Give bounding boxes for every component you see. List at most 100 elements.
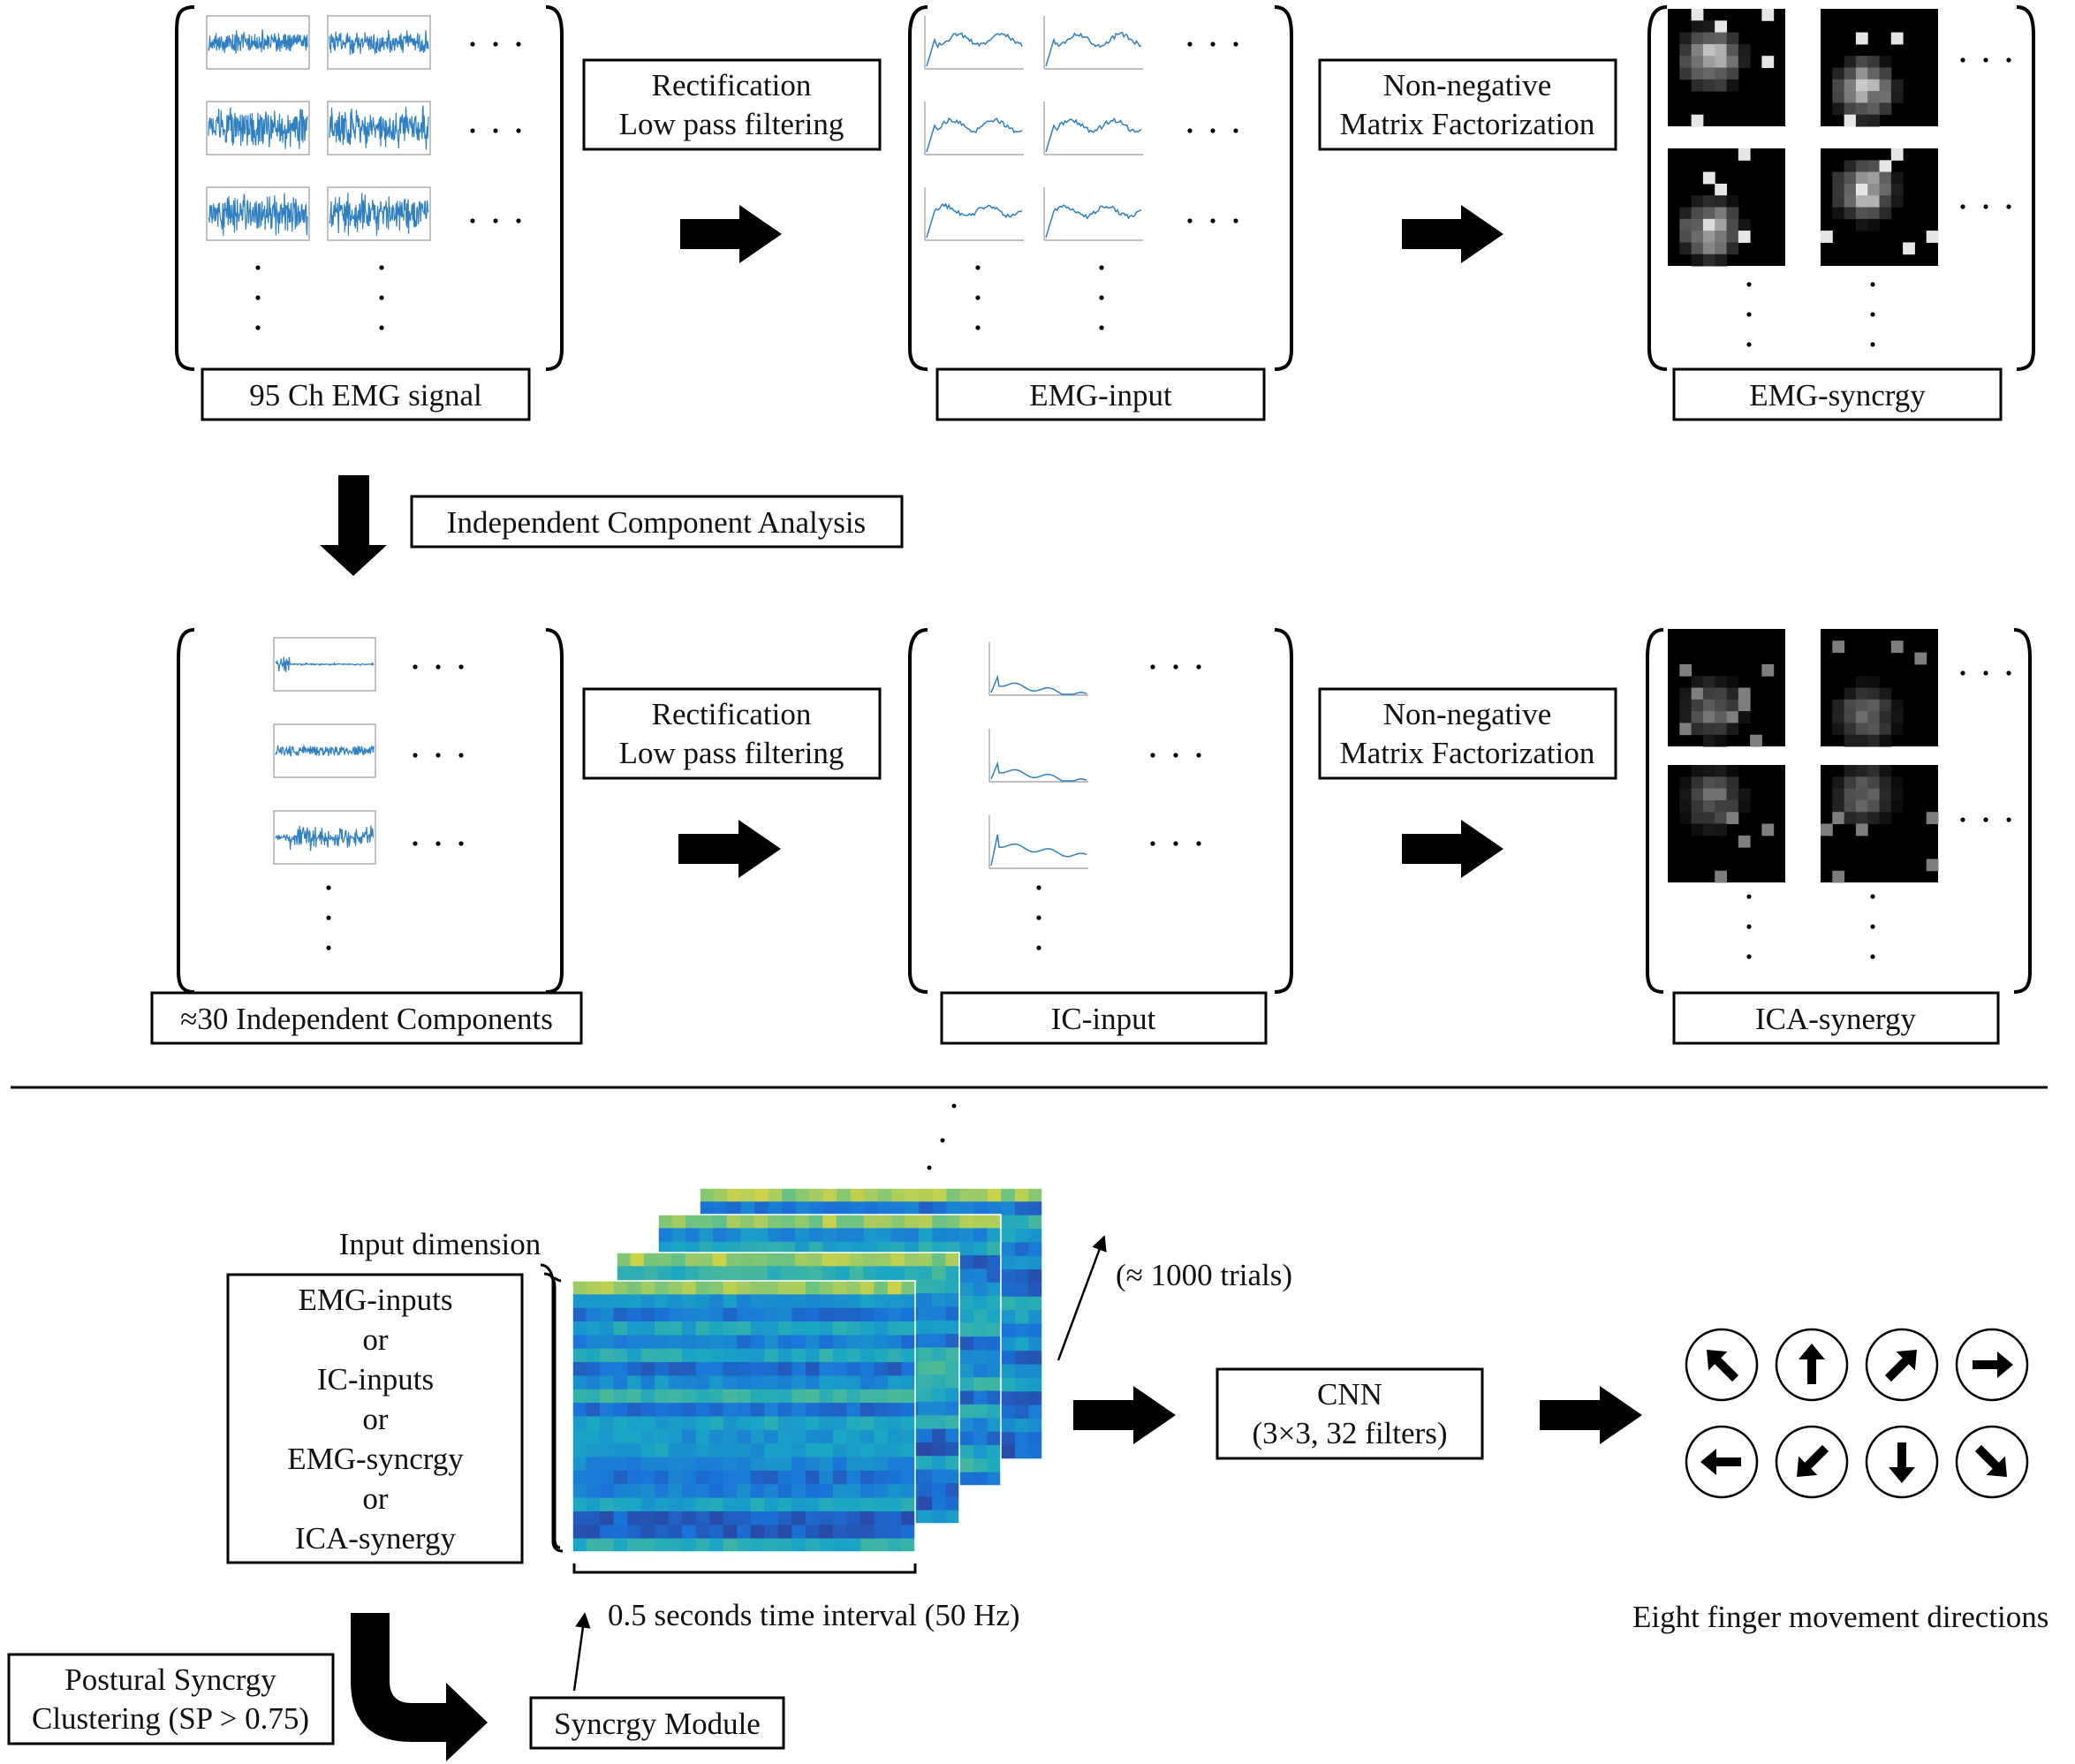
time-brace [572, 1563, 917, 1574]
signal-thumbnail [988, 642, 1088, 696]
signal-thumbnail [988, 815, 1088, 869]
ellipsis-dot [2006, 204, 2011, 209]
synergy-module-box [529, 1696, 785, 1750]
ellipsis-dot [470, 42, 475, 47]
ellipsis-dot [413, 753, 418, 758]
ellipsis-dot [1870, 342, 1875, 347]
signal-thumbnail [273, 637, 376, 692]
signal-thumbnail [206, 15, 310, 70]
ellipsis-dot [379, 295, 384, 300]
nmf-line2: Matrix Factorization [1340, 107, 1595, 141]
arrow-down-icon [320, 475, 387, 576]
rectification-line1: Rectification [652, 68, 812, 102]
synergy-map [1821, 148, 1939, 266]
emg-signal-label: 95 Ch EMG signal [249, 378, 482, 413]
ellipsis-dot [1233, 42, 1238, 47]
ellipsis-dot [2006, 817, 2011, 822]
ica-synergy-label-box [1672, 991, 2000, 1045]
signal-thumbnail [924, 102, 1024, 155]
signal-thumbnail [273, 810, 376, 865]
ellipsis-dot [1196, 664, 1201, 670]
emg-input-panel [908, 5, 1293, 371]
ellipsis-dot [1187, 218, 1193, 223]
synergy-map [1668, 148, 1785, 267]
ellipsis-dot [2006, 670, 2011, 676]
emg-input-label: EMG-input [1029, 378, 1172, 413]
ellipsis-dot [1187, 42, 1193, 47]
ellipsis-dot [413, 664, 418, 670]
rectification-box [582, 58, 882, 151]
ellipsis-dot [435, 841, 441, 846]
arrow-down-right-icon [1955, 1425, 2029, 1499]
ellipsis-dot [470, 218, 475, 223]
ellipsis-dot [1870, 312, 1875, 317]
ellipsis-dot [1983, 57, 1988, 63]
directions-label: Eight finger movement directions [1632, 1600, 2048, 1634]
ellipsis-dot [1870, 954, 1875, 959]
clustering-box [7, 1653, 335, 1745]
arrow-right-icon [1073, 1386, 1176, 1444]
ellipsis-dot [435, 664, 441, 670]
ellipsis-dot [516, 218, 521, 223]
direction-icons [1685, 1328, 2029, 1499]
ellipsis-dot [1187, 128, 1193, 133]
ellipsis-dot [1870, 924, 1875, 929]
arrow-right-icon [680, 205, 782, 263]
arrow-up-right-icon [1865, 1328, 1939, 1402]
ellipsis-dot [1746, 342, 1752, 347]
synergy-map [1668, 765, 1785, 883]
rectification-line2-2: Low pass filtering [619, 736, 844, 770]
cnn-line2: (3×3, 32 filters) [1253, 1416, 1448, 1450]
ellipsis-dot [1870, 282, 1875, 287]
nmf-line2-2: Matrix Factorization [1340, 736, 1595, 770]
ellipsis-dot [1983, 204, 1988, 209]
ellipsis-dot [1960, 817, 1965, 822]
clustering-line1: Postural Syncrgy [64, 1662, 276, 1697]
time-interval-label: 0.5 seconds time interval (50 Hz) [608, 1598, 1020, 1632]
ica-synergy-panel [1646, 628, 2032, 994]
ellipsis-dot [1150, 841, 1155, 846]
synergy-map [1821, 765, 1939, 883]
arrow-up-left-icon [1685, 1328, 1759, 1402]
ellipsis-dot [1099, 295, 1104, 300]
ellipsis-dot [1233, 128, 1238, 133]
ic-panel [177, 628, 564, 994]
ellipsis-dot [1210, 218, 1215, 223]
synergy-map [1821, 9, 1938, 127]
ic-label: ≈30 Independent Components [180, 1002, 553, 1036]
heatmap-stack [572, 1187, 1043, 1553]
ellipsis-dot [458, 753, 464, 758]
ellipsis-dot [379, 265, 384, 270]
ellipsis-dot [1196, 753, 1201, 758]
signal-thumbnail [1043, 187, 1143, 241]
synergy-map [1668, 9, 1785, 127]
ellipsis-dot [1983, 670, 1988, 676]
arrow-right-icon [1540, 1386, 1642, 1444]
synergy-map [1821, 629, 1938, 747]
signal-thumbnail [988, 729, 1088, 783]
ellipsis-dot [516, 42, 521, 47]
ellipsis-dot [255, 325, 261, 330]
arrow-up-icon [1775, 1328, 1849, 1402]
emg-signal-panel [175, 5, 564, 371]
nmf-box [1318, 58, 1617, 151]
ellipsis-dot [1746, 924, 1752, 929]
inputs-box [226, 1273, 524, 1564]
emg-input-label-box [935, 367, 1266, 421]
ellipsis-dot [1173, 664, 1178, 670]
ic-input-label-box [940, 991, 1268, 1045]
nmf-line1: Non-negative [1383, 68, 1551, 102]
ic-label-box [150, 991, 583, 1045]
ellipsis-dot [326, 945, 331, 950]
ellipsis-dot [458, 664, 464, 670]
ic-input-label: IC-input [1051, 1002, 1156, 1036]
ellipsis-dot [1210, 42, 1215, 47]
signal-thumbnail [206, 186, 310, 241]
signal-thumbnail [924, 187, 1024, 241]
nmf-box-2 [1318, 687, 1617, 780]
input-option-4: or [362, 1402, 389, 1436]
ellipsis-dot [1960, 204, 1965, 209]
ellipsis-dot [975, 265, 981, 270]
ellipsis-dot [326, 885, 331, 890]
